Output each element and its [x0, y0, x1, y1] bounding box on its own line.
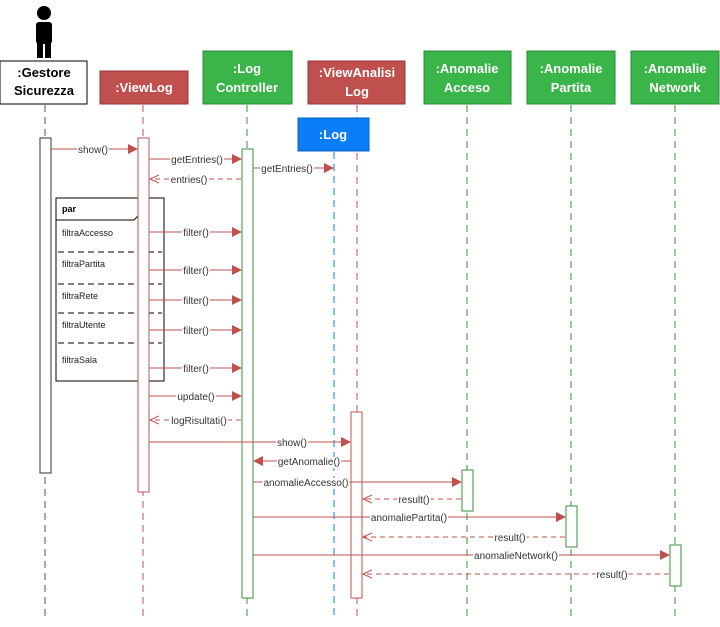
participant-viewlog[interactable]: :ViewLog	[99, 70, 189, 105]
label-backing	[262, 478, 350, 489]
label-backing	[169, 175, 209, 186]
participant-anomalienetwork-line1: :Anomalie	[644, 61, 707, 76]
msg-result-1: result()	[398, 495, 429, 506]
participant-viewlog-line1: :ViewLog	[115, 80, 173, 95]
stick-figure-icon	[36, 6, 52, 58]
activation-anomalieacceso	[461, 469, 474, 512]
par-fragment-title: par	[62, 204, 77, 214]
activation-anomaliepartita	[565, 505, 578, 548]
participant-anomaliepartita[interactable]: :Anomalie Partita	[526, 50, 616, 105]
participant-viewanalisi-line2: Log	[345, 84, 369, 99]
msg-entries: entries()	[171, 175, 208, 186]
label-backing	[595, 570, 629, 581]
participant-gestore-line2: Sicurezza	[14, 83, 75, 98]
label-backing	[369, 513, 449, 524]
msg-show-2: show()	[277, 438, 307, 449]
guard-filtrautente: filtraUtente	[62, 320, 106, 330]
msg-filter-3: filter()	[183, 296, 209, 307]
msg-anomaliepartita: anomaliePartita()	[371, 513, 447, 524]
participant-logcontroller-line1: :Log	[233, 61, 261, 76]
participant-gestore[interactable]: :Gestore Sicurezza	[0, 60, 88, 105]
participant-gestore-line1: :Gestore	[17, 65, 70, 80]
participant-anomalieacceso-line2: Acceso	[444, 80, 490, 95]
participant-anomaliepartita-line2: Partita	[551, 80, 592, 95]
activation-gestore	[39, 137, 52, 474]
msg-filter-5: filter()	[183, 364, 209, 375]
msg-anomalienetwork: anomalieNetwork()	[474, 551, 558, 562]
label-backing	[182, 228, 210, 239]
participant-viewanalisi-line1: :ViewAnalisi	[319, 65, 395, 80]
participant-anomalienetwork[interactable]: :Anomalie Network	[630, 50, 720, 105]
label-backing	[76, 145, 110, 156]
msg-result-2: result()	[494, 533, 525, 544]
participant-anomalienetwork-line2: Network	[649, 80, 701, 95]
label-backing	[275, 438, 309, 449]
guard-filtrapartita: filtraPartita	[62, 259, 105, 269]
activation-anomalienetwork	[669, 544, 682, 587]
msg-getentries-1: getEntries()	[171, 155, 223, 166]
msg-result-3: result()	[596, 570, 627, 581]
guard-filtrasala: filtraSala	[62, 355, 97, 365]
label-backing	[260, 164, 314, 175]
guard-filtraaccesso: filtraAccesso	[62, 228, 113, 238]
msg-filter-2: filter()	[183, 266, 209, 277]
label-backing	[182, 266, 210, 277]
label-backing	[276, 457, 342, 468]
msg-logrisultati: logRisultati()	[171, 416, 227, 427]
participant-log-line1: :Log	[319, 127, 347, 142]
label-backing	[397, 495, 431, 506]
label-backing	[170, 416, 228, 427]
msg-update: update()	[177, 392, 214, 403]
activation-viewlog	[137, 137, 150, 493]
activation-logcontroller	[241, 148, 254, 599]
label-backing	[493, 533, 527, 544]
label-backing	[182, 364, 210, 375]
participant-viewanalisi[interactable]: :ViewAnalisi Log	[307, 60, 406, 105]
label-backing	[182, 326, 210, 337]
participant-anomalieacceso[interactable]: :Anomalie Acceso	[423, 50, 512, 105]
participant-anomaliepartita-line1: :Anomalie	[540, 61, 603, 76]
messages: show() getEntries() getEntries() entries…	[51, 144, 670, 581]
label-backing	[170, 155, 224, 166]
participant-logcontroller[interactable]: :Log Controller	[202, 50, 293, 105]
msg-filter-4: filter()	[183, 326, 209, 337]
msg-getanomalie: getAnomalie()	[278, 457, 340, 468]
activation-viewanalisi	[350, 411, 363, 599]
msg-anomalieaccesso: anomalieAccesso()	[263, 478, 348, 489]
msg-filter-1: filter()	[183, 228, 209, 239]
participant-log[interactable]: :Log	[297, 117, 370, 152]
label-backing	[473, 551, 559, 562]
guard-filtrarete: filtraRete	[62, 291, 98, 301]
label-backing	[176, 392, 216, 403]
activations	[39, 137, 682, 599]
msg-show-1: show()	[78, 145, 108, 156]
label-backing	[182, 296, 210, 307]
msg-getentries-2: getEntries()	[261, 164, 313, 175]
participant-anomalieacceso-line1: :Anomalie	[436, 61, 499, 76]
participant-logcontroller-line2: Controller	[216, 80, 278, 95]
